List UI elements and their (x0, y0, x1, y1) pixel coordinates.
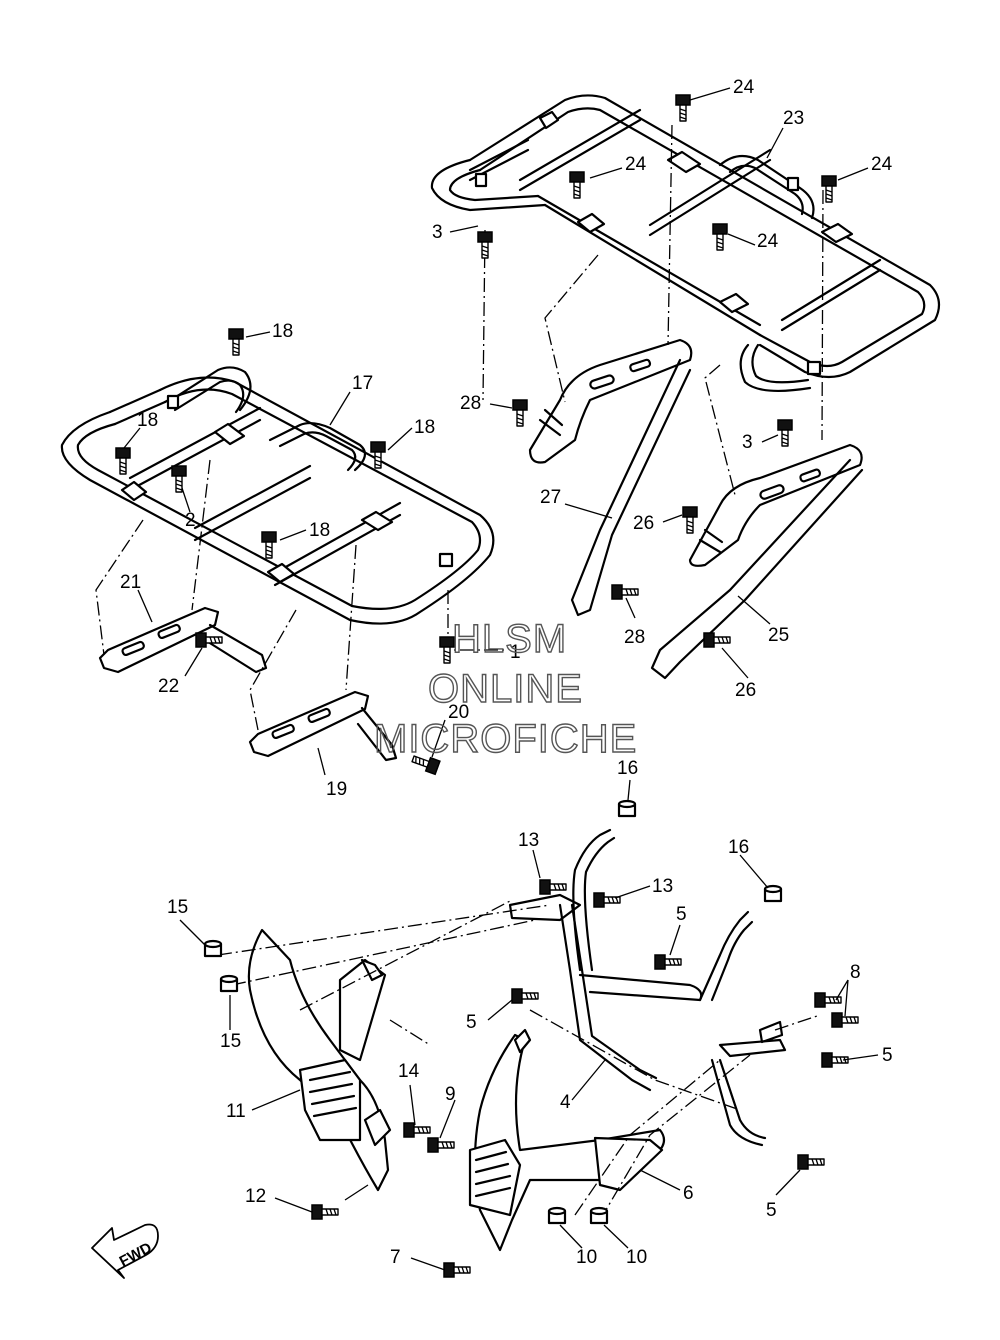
callout-17: 17 (352, 373, 373, 394)
callout-11: 11 (226, 1101, 246, 1122)
front-carrier-part-17 (60, 366, 495, 625)
callout-24: 24 (757, 231, 779, 252)
callout-22: 22 (158, 676, 179, 697)
callout-23: 23 (783, 108, 804, 129)
right-guard-panel-part-6 (468, 1028, 666, 1252)
callout-24: 24 (871, 154, 893, 175)
assembly-chain-lines (95, 124, 824, 1221)
rear-bracket-left-part-27 (528, 338, 693, 617)
callout-18: 18 (309, 520, 330, 541)
watermark-line-1: HLSM (452, 617, 567, 661)
callout-24: 24 (733, 77, 755, 98)
callout-5: 5 (676, 904, 687, 925)
callout-12: 12 (245, 1186, 266, 1207)
callout-10: 10 (626, 1247, 647, 1268)
fwd-arrow-icon: FWD (91, 1223, 159, 1279)
leader-lines (123, 87, 879, 1271)
callout-13: 13 (652, 876, 673, 897)
callout-18: 18 (272, 321, 293, 342)
rear-bracket-right-part-25 (650, 443, 864, 680)
callout-26: 26 (633, 513, 654, 534)
callout-4: 4 (560, 1092, 571, 1113)
callout-14: 14 (398, 1061, 420, 1082)
callout-26: 26 (735, 680, 756, 701)
callout-5: 5 (766, 1200, 777, 1221)
callout-15: 15 (220, 1031, 241, 1052)
callout-1: 1 (510, 642, 521, 663)
callout-28: 28 (624, 627, 645, 648)
watermark-line-3: MICROFICHE (374, 717, 637, 761)
watermark-line-2: ONLINE (428, 667, 583, 711)
callout-2: 2 (185, 510, 196, 531)
rear-carrier-part-23 (430, 94, 941, 392)
callout-8: 8 (850, 962, 861, 983)
front-bracket-right-part-19 (248, 690, 398, 762)
callout-labels: 24 23 24 24 24 3 3 28 27 26 25 28 26 18 … (120, 77, 893, 1268)
watermark: HLSM ONLINE MICROFICHE (373, 616, 637, 761)
callout-27: 27 (540, 487, 561, 508)
callout-18: 18 (414, 417, 435, 438)
left-guard-panel-part-11 (247, 928, 392, 1192)
callout-25: 25 (768, 625, 789, 646)
callout-10: 10 (576, 1247, 597, 1268)
callout-16: 16 (728, 837, 749, 858)
front-guard-frame-part-4 (508, 828, 787, 1147)
callout-5: 5 (466, 1012, 477, 1033)
callout-16: 16 (617, 758, 638, 779)
callout-24: 24 (625, 154, 647, 175)
callout-6: 6 (683, 1183, 694, 1204)
callout-7: 7 (390, 1247, 401, 1268)
callout-18: 18 (137, 410, 158, 431)
callout-3: 3 (432, 222, 443, 243)
callout-21: 21 (120, 572, 141, 593)
callout-5: 5 (882, 1045, 893, 1066)
callout-19: 19 (326, 779, 347, 800)
callout-3: 3 (742, 432, 753, 453)
front-bracket-left-part-21 (98, 606, 268, 674)
callout-13: 13 (518, 830, 539, 851)
callout-28: 28 (460, 393, 481, 414)
callout-15: 15 (167, 897, 188, 918)
callout-9: 9 (445, 1084, 456, 1105)
callout-20: 20 (448, 702, 469, 723)
